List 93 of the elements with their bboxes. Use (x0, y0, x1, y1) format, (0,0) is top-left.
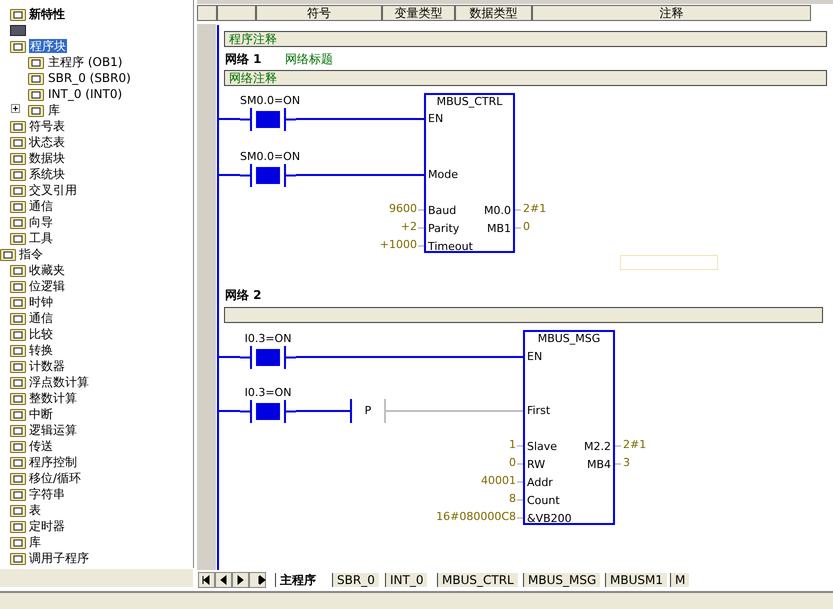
contact-label: I0.3=ON (244, 332, 292, 346)
pin-value: 8 (509, 492, 516, 506)
tree-item: 传送 (29, 439, 53, 453)
tree-item: 转换 (29, 343, 53, 357)
wire (296, 410, 350, 412)
tree-item: 向导 (29, 215, 53, 229)
tree-item: 指令 (19, 247, 43, 261)
tree-item: 系统块 (29, 167, 65, 181)
pin-label: Addr (527, 476, 553, 490)
network-name: 网络标题 (285, 52, 333, 66)
pin-label: MB4 (586, 458, 611, 472)
pin-value: 40001 (481, 474, 516, 488)
pin-label: Count (527, 494, 560, 508)
pin-value: 16#080000C8 (436, 510, 516, 524)
wire (296, 118, 424, 120)
contact-label: I0.3=ON (244, 386, 292, 400)
tab: MBUS_MSG (523, 573, 600, 587)
tree-item: 主程序 (OB1) (48, 55, 122, 69)
header-cell: 注释 (532, 5, 811, 21)
tab: MBUS_CTRL (437, 573, 518, 587)
wire (386, 410, 523, 412)
comment-bar: 程序注释 (224, 31, 827, 47)
wire (219, 118, 240, 120)
pin-value: +1000 (380, 238, 417, 252)
tab: SBR_0 (332, 573, 379, 587)
tree-item: SBR_0 (SBR0) (48, 71, 131, 85)
comment-bar: 网络注释 (224, 70, 827, 86)
pin-value: 0 (509, 456, 516, 470)
tree-item: 定时器 (29, 519, 65, 533)
pin-value: 9600 (389, 202, 417, 216)
wire (219, 410, 240, 412)
block-title: MBUS_CTRL (436, 95, 504, 109)
pin-label: EN (527, 350, 542, 364)
wire (296, 356, 523, 358)
tree-item: 符号表 (29, 119, 65, 133)
tab: M (670, 573, 690, 587)
tree-item: 状态表 (29, 135, 65, 149)
pin-label: MB1 (486, 222, 511, 236)
wire (219, 174, 240, 176)
tree-item: 位逻辑 (29, 279, 65, 293)
header-cell: 符号 (256, 5, 382, 21)
pin-label: First (527, 404, 550, 418)
tree-item: INT_0 (INT0) (48, 87, 122, 101)
tree-item: 计数器 (29, 359, 65, 373)
header-cell: 数据类型 (455, 5, 532, 21)
block-title: MBUS_MSG (536, 332, 602, 346)
pin-label: EN (428, 112, 444, 126)
tree-item: 数据块 (29, 151, 65, 165)
tree-item: 移位/循环 (29, 471, 82, 485)
pin-label: Slave (527, 440, 558, 454)
tree-item: 比较 (29, 327, 53, 341)
pin-value: 2#1 (623, 438, 646, 452)
tree-item: 库 (48, 103, 60, 117)
pin-value: +2 (400, 220, 417, 234)
tree-item: 交叉引用 (29, 183, 77, 197)
pin-label: Mode (428, 168, 458, 182)
tree-item: 通信 (29, 199, 53, 213)
pin-label: RW (527, 458, 546, 472)
tab: MBUSM1 (605, 573, 667, 587)
pin-label: Timeout (428, 240, 473, 254)
tree-item: 表 (29, 503, 41, 517)
tree-item: 整数计算 (29, 391, 77, 405)
network-title: 网络 1 (225, 52, 262, 66)
pin-value: 1 (509, 438, 516, 452)
function-block (424, 93, 515, 253)
wire (219, 356, 240, 358)
tree-item: 逻辑运算 (29, 423, 77, 437)
pin-label: &VB200 (527, 512, 572, 526)
tree-item: 字符串 (29, 487, 65, 501)
network-title: 网络 2 (225, 288, 262, 302)
tab: INT_0 (385, 573, 428, 587)
pin-value: 2#1 (523, 202, 546, 216)
tree-item: 中断 (29, 407, 53, 421)
header-cell: 变量类型 (382, 5, 455, 21)
pin-label: M0.0 (484, 204, 511, 218)
tree-item: 新特性 (29, 7, 65, 21)
transition-contact: P (350, 399, 386, 423)
pin-label: Parity (428, 222, 460, 236)
tree-item: 收藏夹 (29, 263, 65, 277)
pin-value: 0 (523, 220, 530, 234)
tree-item: 调用子程序 (29, 551, 89, 565)
pin-label: Baud (428, 204, 456, 218)
pin-label: M2.2 (584, 440, 611, 454)
tree-item: 时钟 (29, 295, 53, 309)
tree-item: 库 (29, 535, 41, 549)
pin-value: 3 (623, 456, 630, 470)
tree-item: 通信 (29, 311, 53, 325)
tree-item: 程序块 (29, 39, 67, 53)
wire (296, 174, 424, 176)
function-block (523, 330, 615, 525)
tree-item: 程序控制 (29, 455, 77, 469)
tree-item: 工具 (29, 231, 53, 245)
tree-item: 浮点数计算 (29, 375, 89, 389)
